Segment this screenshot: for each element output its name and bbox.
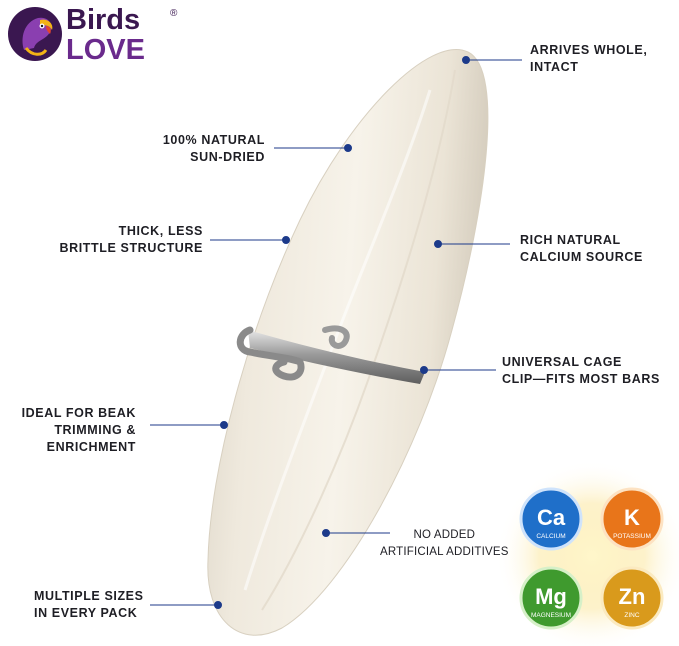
registered-mark: ®	[170, 8, 178, 19]
callout-dot-arrives	[462, 56, 470, 64]
mineral-name: MAGNESIUM	[531, 612, 571, 619]
parrot-logo-icon	[8, 7, 62, 61]
mineral-symbol: Mg	[535, 584, 567, 609]
mineral-symbol: K	[624, 505, 640, 530]
feature-beak: IDEAL FOR BEAK TRIMMING & ENRICHMENT	[21, 406, 136, 454]
callout-dot-beak	[220, 421, 228, 429]
feature-natural: 100% NATURAL SUN-DRIED	[162, 133, 265, 164]
brand-name-line1: Birds	[66, 4, 141, 36]
mineral-badge-k: K POTASSIUM	[600, 487, 664, 551]
mineral-symbol: Zn	[619, 584, 646, 609]
mineral-badges: Ca CALCIUM K POTASSIUM Mg MAGNESIUM Zn Z…	[496, 460, 679, 646]
callout-lines	[150, 56, 522, 609]
feature-sizes: MULTIPLE SIZES IN EVERY PACK	[34, 589, 144, 620]
brand-logo: Birds LOVE ®	[6, 4, 206, 66]
feature-additives: NO ADDED ARTIFICIAL ADDITIVES	[380, 529, 509, 558]
mineral-badge-mg: Mg MAGNESIUM	[519, 566, 583, 630]
feature-clip: UNIVERSAL CAGE CLIP—FITS MOST BARS	[502, 355, 660, 386]
callout-dot-clip	[420, 366, 428, 374]
mineral-badge-ca: Ca CALCIUM	[519, 487, 583, 551]
callout-dot-calcium	[434, 240, 442, 248]
feature-thick: THICK, LESS BRITTLE STRUCTURE	[59, 224, 203, 255]
mineral-badge-zn: Zn ZINC	[600, 566, 664, 630]
brand-name-line2: LOVE	[66, 34, 145, 66]
mineral-name: CALCIUM	[536, 533, 565, 540]
callout-dot-thick	[282, 236, 290, 244]
feature-calcium: RICH NATURAL CALCIUM SOURCE	[520, 233, 643, 264]
mineral-name: POTASSIUM	[613, 533, 651, 540]
callout-dot-natural	[344, 144, 352, 152]
callout-dot-additives	[322, 529, 330, 537]
callout-dot-sizes	[214, 601, 222, 609]
feature-arrives-whole: ARRIVES WHOLE, INTACT	[530, 43, 648, 74]
mineral-symbol: Ca	[537, 505, 566, 530]
cage-clip	[236, 325, 425, 384]
mineral-name: ZINC	[624, 612, 639, 619]
